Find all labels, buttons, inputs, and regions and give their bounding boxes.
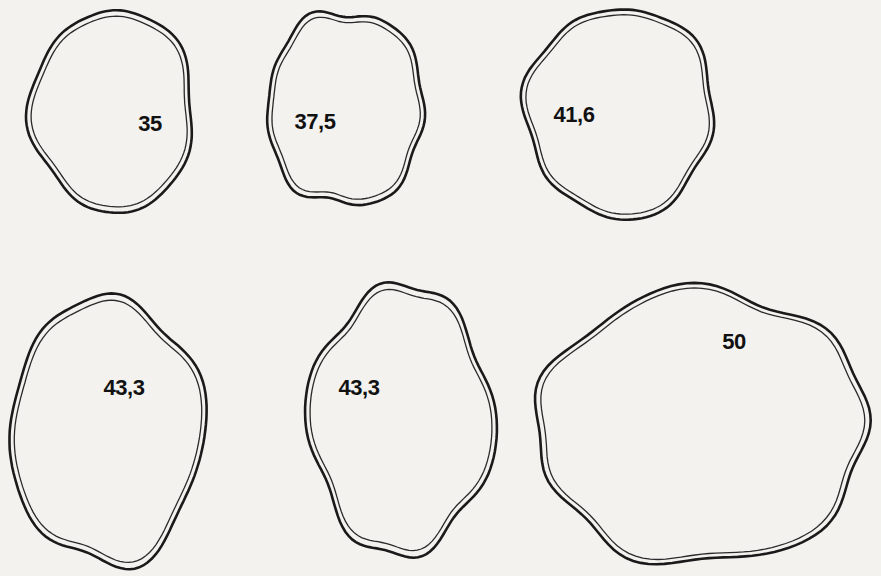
size-number: 37,5 (295, 109, 336, 135)
grain-outline: 37,5 (263, 6, 428, 211)
grain-outline: 43,3 (6, 292, 208, 570)
grain-outline: 41,6 (522, 3, 718, 221)
size-number: 43,3 (104, 375, 145, 401)
grain-outline: 50 (530, 284, 874, 570)
size-number: 50 (722, 329, 745, 355)
grain-outline: 35 (28, 6, 198, 216)
size-number: 41,6 (554, 102, 595, 128)
size-number: 35 (138, 111, 161, 137)
grain-outline: 43,3 (305, 280, 497, 560)
outline-shape (305, 280, 497, 560)
outline-shape (522, 3, 718, 221)
outline-shape (28, 6, 198, 216)
outline-shape (6, 292, 208, 570)
outline-shape (263, 6, 428, 211)
size-number: 43,3 (339, 375, 380, 401)
outline-shape (530, 284, 874, 570)
